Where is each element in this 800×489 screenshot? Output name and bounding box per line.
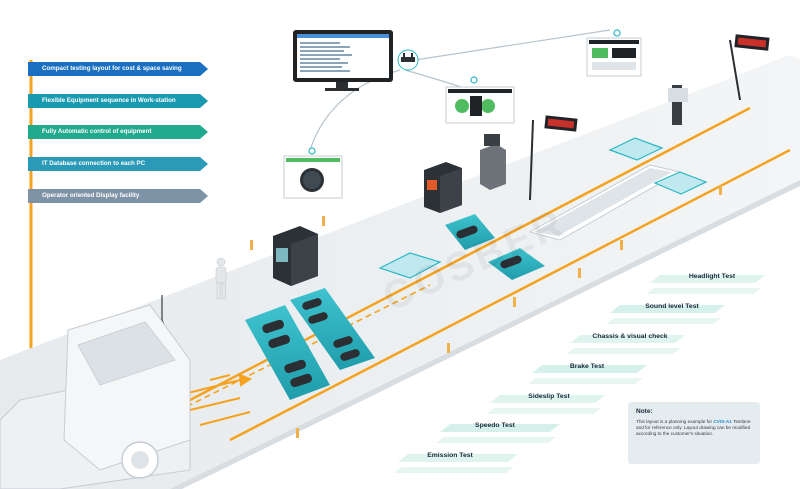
stage-band — [398, 454, 518, 462]
stage-label-headlight: Headlight Test — [688, 273, 736, 280]
feature-label: Operator oriented Display facility — [42, 192, 140, 199]
feature-it-database: IT Database connection to each PC — [28, 157, 208, 171]
stage-band — [650, 275, 765, 283]
note-model: CVIS-A1 — [713, 419, 732, 424]
led-sign-1 — [529, 115, 578, 201]
note-box: Note: This layout is a planning example … — [628, 402, 760, 464]
display-panel-1 — [283, 147, 343, 199]
roller-set-speedo — [245, 305, 330, 400]
feature-label: Fully Automatic control of equipment — [42, 128, 152, 135]
feature-flexible-sequence: Flexible Equipment sequence in Work-stat… — [28, 94, 208, 108]
feature-compact-layout: Compact testing layout for cost & space … — [28, 62, 208, 76]
plate-headlight-2 — [653, 171, 708, 195]
stage-band-shadow — [486, 408, 601, 414]
stage-bands — [394, 275, 765, 473]
note-body-suffix: Testlane and for reference only. Layout … — [636, 419, 751, 437]
stage-band-shadow — [528, 378, 643, 384]
operator-figure — [215, 257, 227, 300]
stage-label-sideslip: Sideslip Test — [528, 393, 570, 400]
control-cabinet-2 — [424, 162, 462, 213]
roller-set-brake — [290, 288, 375, 370]
operator-kiosk — [480, 134, 506, 190]
floor-slab-edge — [170, 180, 800, 489]
bollards — [250, 185, 722, 438]
stage-band — [570, 335, 685, 343]
stage-label-sound: Sound level Test — [645, 303, 699, 310]
display-panel-3 — [586, 29, 642, 77]
note-body: This layout is a planning example for CV… — [636, 419, 752, 438]
note-title: Note: — [636, 408, 653, 415]
feature-label: Compact testing layout for cost & space … — [42, 65, 182, 72]
note-body-prefix: This layout is a planning example for — [636, 419, 714, 424]
stage-band-shadow — [606, 318, 721, 324]
stage-band-shadow — [566, 348, 681, 354]
plate-sound — [378, 252, 442, 279]
feature-label: IT Database connection to each PC — [42, 160, 146, 167]
pit-inner — [534, 168, 672, 236]
plate-headlight-1 — [608, 137, 664, 161]
lane-line-right — [229, 148, 791, 442]
stage-band — [610, 305, 725, 313]
led-sign-2 — [729, 34, 770, 101]
stage-band — [440, 424, 560, 432]
feature-operator-display: Operator oriented Display facility — [28, 189, 208, 203]
feature-automatic-control: Fully Automatic control of equipment — [28, 125, 208, 139]
roller-set-axle — [488, 248, 545, 280]
truck — [0, 304, 191, 489]
stage-band-shadow — [646, 288, 761, 294]
stage-band-shadow — [394, 467, 514, 473]
stage-label-emission: Emission Test — [427, 452, 473, 459]
control-cabinet-1 — [273, 226, 318, 286]
stage-band-shadow — [436, 437, 556, 443]
feature-label: Flexible Equipment sequence in Work-stat… — [42, 97, 176, 104]
headlight-tester — [668, 85, 688, 125]
stage-label-chassis: Chassis & visual check — [592, 333, 668, 340]
roller-set-sideslip — [445, 214, 495, 250]
server-monitor — [293, 30, 419, 91]
stage-band — [490, 395, 605, 403]
stage-label-brake: Brake Test — [569, 363, 605, 370]
display-panel-2 — [445, 76, 515, 124]
stage-label-speedo: Speedo Test — [475, 422, 515, 429]
stage-band — [532, 365, 647, 373]
